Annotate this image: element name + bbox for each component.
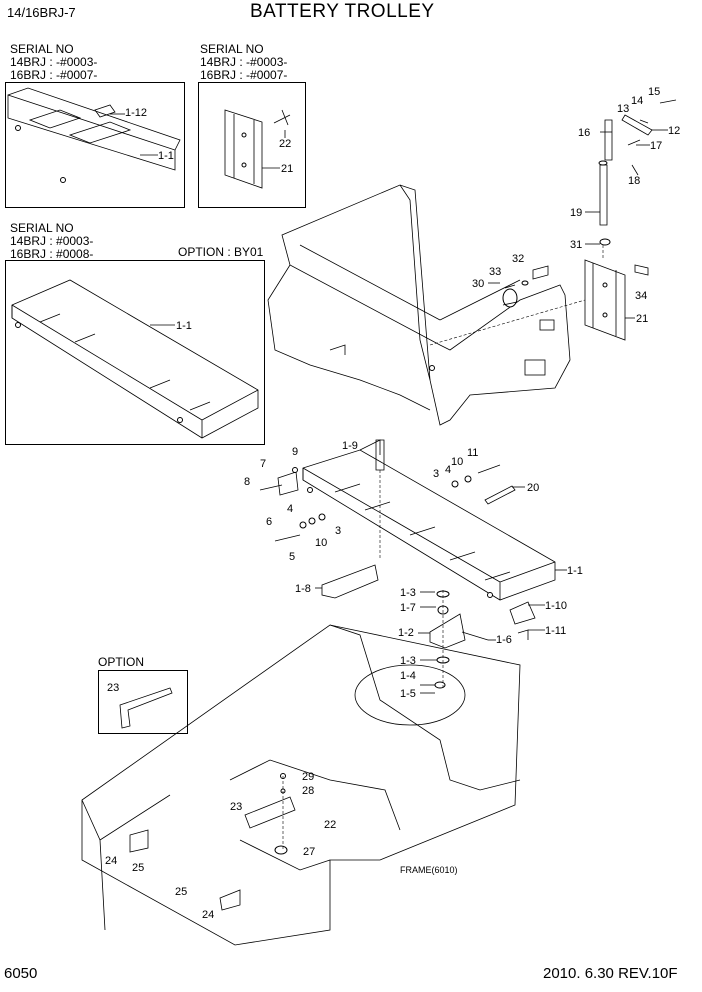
frame-drawing [81,624,521,946]
callout-1-3-top: 1-3 [400,587,416,599]
option-title: OPTION [98,655,145,669]
callout-21-inset2: 21 [281,163,293,175]
serial-title-1: SERIAL NO [10,42,74,56]
frame-label: FRAME(6010) [400,865,458,875]
callout-23-option: 23 [107,682,119,694]
callout-28: 28 [302,785,314,797]
callout-4-right: 4 [445,464,451,476]
callout-34: 34 [635,290,647,302]
callout-1-3-bottom: 1-3 [400,655,416,667]
roller-parts-drawing [502,265,549,308]
callout-18: 18 [628,175,640,187]
callout-7: 7 [260,458,266,470]
serial-line-2a: 14BRJ : -#0003- [200,55,288,69]
callout-10-right: 10 [451,456,463,468]
callout-8: 8 [244,476,250,488]
serial-line-1b: 16BRJ : -#0007- [10,68,98,82]
inset-box-serial-2 [198,82,306,208]
inset-box-serial-3 [5,260,265,445]
callout-14: 14 [631,95,643,107]
callout-19: 19 [570,207,582,219]
option-bracket-drawing [119,687,173,729]
battery-case-drawing [267,184,571,426]
callout-6: 6 [266,516,272,528]
main-tray-drawing [302,439,556,601]
callout-31: 31 [570,239,582,251]
tray-fragment-inset-1 [7,87,181,183]
page-number: 6050 [4,965,38,982]
callout-1-7: 1-7 [400,602,416,614]
callout-22-inset2: 22 [279,138,291,150]
page-title: BATTERY TROLLEY [250,1,435,22]
callout-12: 12 [668,125,680,137]
callout-1-4: 1-4 [400,670,416,682]
callout-3-right: 3 [433,468,439,480]
callout-1-8: 1-8 [295,583,311,595]
callout-1-5: 1-5 [400,688,416,700]
serial-line-3b: 16BRJ : #0008- [10,247,94,261]
bracket-inset-2 [224,109,291,189]
inset-box-serial-1 [5,82,185,208]
callout-16: 16 [578,127,590,139]
serial-title-2: SERIAL NO [200,42,264,56]
callout-23-frame: 23 [230,801,242,813]
bracket-right-drawing [584,259,649,341]
callout-1-9: 1-9 [342,440,358,452]
callout-20: 20 [527,482,539,494]
callout-30: 30 [472,278,484,290]
small-fasteners-drawing [259,439,536,640]
serial-title-3: SERIAL NO [10,221,74,235]
callout-1-6: 1-6 [496,634,512,646]
plate-assembly-drawing [429,590,489,689]
callout-13: 13 [617,103,629,115]
leader-lines [110,113,668,694]
callout-29: 29 [302,771,314,783]
callout-4-left: 4 [287,503,293,515]
callout-1-1-main: 1-1 [567,565,583,577]
callout-9: 9 [292,446,298,458]
serial-line-1a: 14BRJ : -#0003- [10,55,98,69]
callout-3-left: 3 [335,525,341,537]
callout-21-right: 21 [636,313,648,325]
guide-lines [282,245,604,850]
callout-24-bottom: 24 [202,909,214,921]
serial-line-2b: 16BRJ : -#0007- [200,68,288,82]
callout-17: 17 [650,140,662,152]
callout-25-left: 25 [132,862,144,874]
callout-24-left: 24 [105,855,117,867]
callout-11: 11 [467,447,478,459]
callout-1-10: 1-10 [545,600,567,612]
callout-1-11: 1-11 [545,625,566,637]
tray-inset-3 [11,279,259,439]
callout-5: 5 [289,551,295,563]
callout-27: 27 [303,846,315,858]
serial-line-3a: 14BRJ : #0003- [10,234,94,248]
model-label: 14/16BRJ-7 [7,5,76,20]
revision-label: 2010. 6.30 REV.10F [543,965,678,982]
callout-25-bottom: 25 [175,886,187,898]
callout-22-frame: 22 [324,819,336,831]
callout-15: 15 [648,86,660,98]
option-by01-label: OPTION : BY01 [178,245,264,259]
callout-33: 33 [489,266,501,278]
pin-assembly-drawing [598,99,677,246]
callout-10-left: 10 [315,537,327,549]
callout-1-1-inset1: 1-1 [158,150,174,162]
callout-labels: 1-12 1-1 22 21 1-1 15 14 13 12 16 17 18 … [105,86,680,921]
inset-box-option [98,670,188,734]
callout-1-12: 1-12 [125,107,147,119]
callout-1-2: 1-2 [398,627,414,639]
callout-32: 32 [512,253,524,265]
callout-1-1-inset3: 1-1 [176,320,192,332]
